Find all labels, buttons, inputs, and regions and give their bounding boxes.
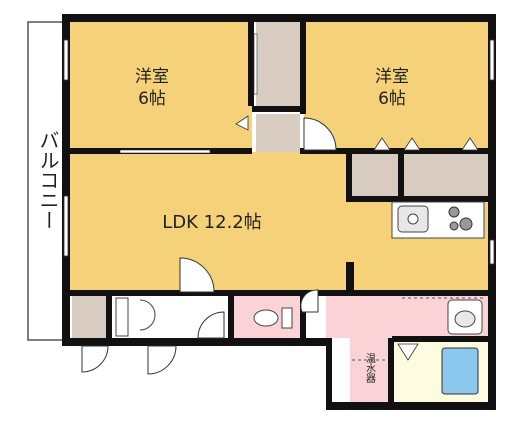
wall-ldk-stub xyxy=(346,262,354,292)
closet-right-small xyxy=(352,152,398,198)
stove-burner-3 xyxy=(449,221,459,231)
closet-marker-4 xyxy=(461,137,479,151)
wall-left xyxy=(62,14,70,344)
closet-marker-1 xyxy=(235,115,249,131)
wall-bath-top xyxy=(392,336,488,342)
ldk-floor xyxy=(70,152,350,292)
shoe-cabinet xyxy=(115,297,129,337)
window-ldk-right xyxy=(489,239,495,265)
balcony-label: バルコニー xyxy=(36,130,60,230)
door-entrance-1 xyxy=(81,345,109,373)
sliding-door-left-room xyxy=(119,149,211,154)
wall-right xyxy=(488,14,496,410)
western-room-right-size: 6帖 xyxy=(378,89,406,109)
water-heater-label: 温水器 xyxy=(364,353,376,384)
wall-ldk-bottom xyxy=(70,290,490,296)
bathtub xyxy=(441,347,479,395)
closet-middle-top xyxy=(256,22,300,108)
wall-room-divider-left xyxy=(248,22,254,106)
wall-step-vertical xyxy=(326,338,332,408)
closet-marker-2 xyxy=(373,137,391,151)
western-room-left-floor xyxy=(70,22,252,152)
storage-bottom-left xyxy=(72,296,106,338)
wash-basin-bowl xyxy=(454,310,476,328)
hall-floor xyxy=(350,338,390,402)
ldk-label: LDK 12.2帖 xyxy=(162,212,262,233)
stove-burner-2 xyxy=(459,217,473,231)
entrance-step xyxy=(139,299,156,331)
western-room-right-name: 洋室 xyxy=(375,67,409,87)
closet-marker-3 xyxy=(403,137,421,151)
door-right-room xyxy=(303,117,337,151)
wall-hall-right xyxy=(388,338,394,404)
wall-toilet-right xyxy=(300,296,306,340)
wall-bottom-right xyxy=(326,402,496,410)
wall-entrance-divider xyxy=(106,296,112,340)
door-toilet xyxy=(197,311,225,339)
kitchen-sink-drain xyxy=(407,213,419,225)
window-right-room xyxy=(489,39,495,81)
stove-burner-1 xyxy=(448,206,460,218)
wall-bottom-left xyxy=(62,338,332,346)
closet-middle-bottom xyxy=(256,114,300,152)
wall-closet-left xyxy=(346,152,352,202)
balcony xyxy=(27,21,69,341)
window-ldk-left xyxy=(63,195,69,257)
bath-marker xyxy=(397,343,419,361)
toilet-tank xyxy=(281,307,293,329)
western-room-left-name: 洋室 xyxy=(135,67,169,87)
wall-room-divider-right xyxy=(300,22,306,114)
wall-top xyxy=(62,14,496,22)
toilet-bowl xyxy=(253,309,279,327)
wall-toilet-left xyxy=(228,296,234,340)
window-left-room xyxy=(63,39,69,81)
door-entrance-2 xyxy=(147,345,177,375)
closet-right-large xyxy=(404,152,488,198)
wall-closet-divider xyxy=(398,152,404,202)
wall-closet-shelf xyxy=(252,106,304,112)
western-room-right-floor xyxy=(304,22,488,152)
door-washroom xyxy=(300,289,319,313)
wall-closet-bottom xyxy=(346,196,488,202)
western-room-left-size: 6帖 xyxy=(138,89,166,109)
sliding-door-closet xyxy=(253,33,258,95)
door-ldk-entry xyxy=(179,257,215,293)
wall-rooms-bottom-right xyxy=(300,148,488,154)
